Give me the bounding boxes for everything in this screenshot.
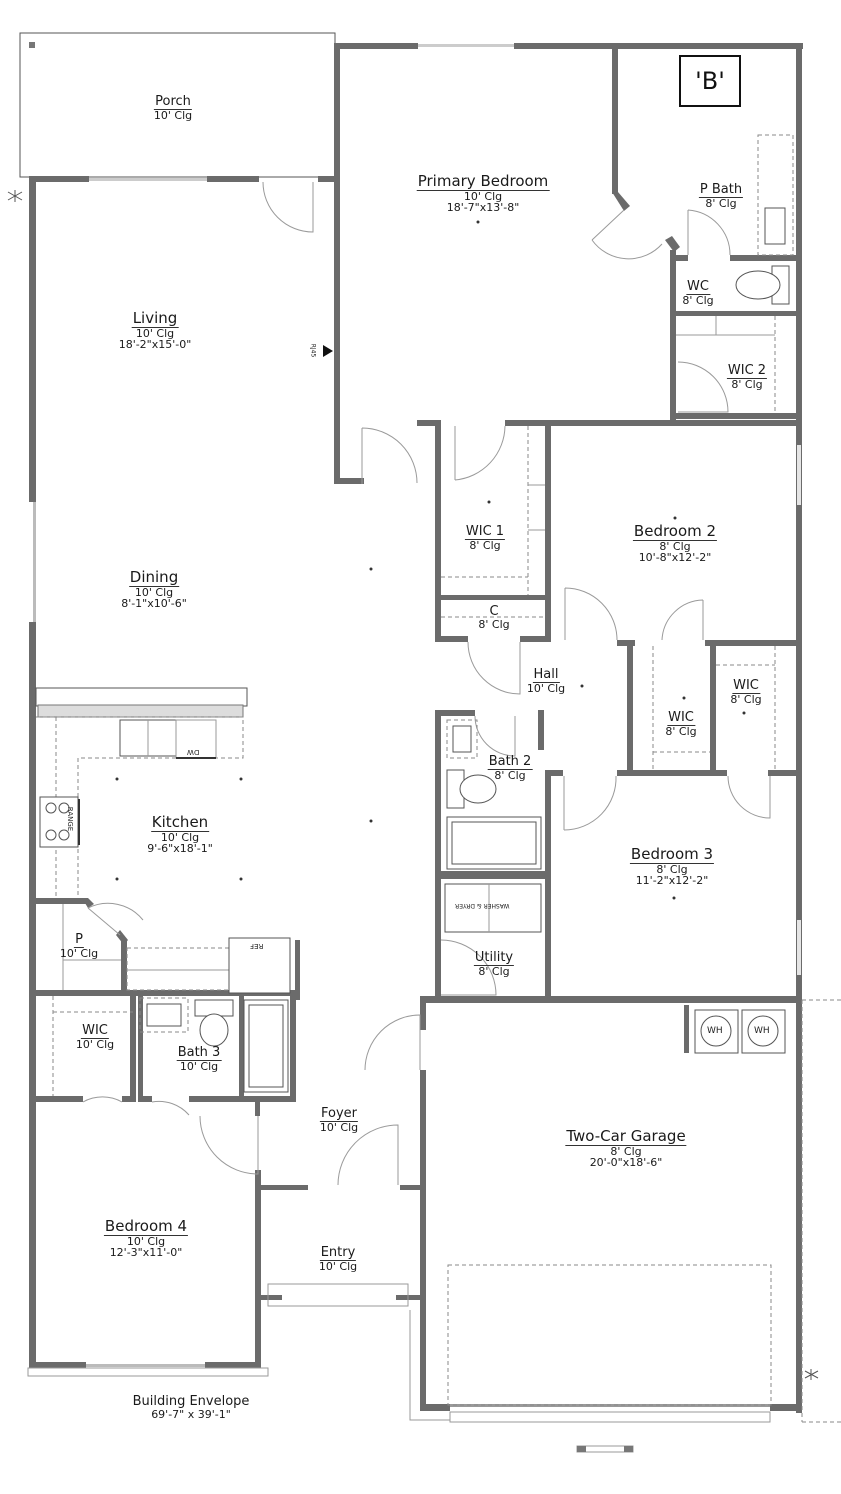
- room-closet-c: C 8' Clg: [478, 602, 509, 630]
- ceiling-height: 8' Clg: [478, 617, 510, 631]
- rj45-icon: [323, 345, 333, 357]
- ceiling-height: 10' Clg: [318, 1259, 358, 1273]
- ceiling-height: 10' Clg: [160, 830, 200, 844]
- room-dimensions: 20'-0"x18'-6": [589, 1156, 663, 1170]
- room-name: P: [74, 932, 84, 948]
- elevation-badge: 'B': [679, 55, 741, 107]
- room-name: Bath 3: [176, 1045, 222, 1061]
- room-name: WIC: [81, 1023, 109, 1039]
- room-name: Bedroom 2: [632, 522, 718, 541]
- room-name: Utility: [473, 950, 515, 966]
- room-wic-1: WIC 1 8' Clg: [464, 522, 506, 552]
- room-dimensions: 9'-6"x18'-1": [147, 842, 213, 856]
- room-dimensions: 8'-1"x10'-6": [121, 597, 187, 611]
- refrigerator-label: REF: [250, 942, 264, 950]
- room-name: WIC: [667, 710, 695, 726]
- ceiling-height: 10' Clg: [59, 946, 99, 960]
- ceiling-height: 10' Clg: [135, 326, 175, 340]
- room-bedroom-4: Bedroom 4 10' Clg 12'-3"x11'-0": [103, 1217, 189, 1260]
- ceiling-height: 8' Clg: [730, 692, 762, 706]
- room-name: Entry: [319, 1245, 357, 1261]
- envelope-label: Building Envelope: [132, 1394, 250, 1409]
- column-marker: [29, 42, 35, 48]
- room-dimensions: 18'-2"x15'-0": [118, 338, 192, 352]
- ceiling-height: 8' Clg: [659, 539, 691, 553]
- room-name: Hall: [532, 667, 560, 683]
- ceiling-height: 8' Clg: [682, 293, 714, 307]
- room-entry: Entry 10' Clg: [319, 1243, 357, 1272]
- ceiling-height: 10' Clg: [463, 189, 503, 203]
- washer-dryer-label: WASHER & DRYER: [455, 902, 510, 909]
- room-name: Porch: [154, 94, 192, 110]
- room-name: WC: [686, 279, 710, 295]
- room-name: Bedroom 4: [103, 1217, 189, 1236]
- room-name: Dining: [128, 568, 180, 587]
- ceiling-height: 8' Clg: [731, 377, 763, 391]
- room-pantry: P 10' Clg: [60, 930, 98, 959]
- room-dimensions: 18'-7"x13'-8": [446, 201, 520, 215]
- room-bath-3: Bath 3 10' Clg: [176, 1043, 222, 1073]
- room-foyer: Foyer 10' Clg: [320, 1104, 358, 1133]
- room-name: Primary Bedroom: [416, 172, 550, 191]
- ceiling-height: 10' Clg: [75, 1037, 115, 1051]
- room-name: Bedroom 3: [629, 845, 715, 864]
- ceiling-height: 8' Clg: [478, 964, 510, 978]
- room-utility: Utility 8' Clg: [473, 948, 515, 978]
- bar-stools: [37, 704, 244, 718]
- range-label: RANGE: [66, 806, 75, 832]
- ceiling-height: 8' Clg: [610, 1144, 642, 1158]
- room-hall: Hall 10' Clg: [527, 665, 565, 694]
- ceiling-height: 10' Clg: [319, 1120, 359, 1134]
- room-porch: Porch 10' Clg: [154, 92, 192, 121]
- room-dining: Dining 10' Clg 8'-1"x10'-6": [121, 569, 187, 610]
- water-heater-icon: WH: [707, 1026, 723, 1036]
- ceiling-height: 10' Clg: [526, 681, 566, 695]
- envelope-dimensions: 69'-7" x 39'-1": [151, 1407, 231, 1421]
- building-envelope: Building Envelope 69'-7" x 39'-1": [133, 1395, 250, 1420]
- room-wc: WC 8' Clg: [682, 277, 713, 306]
- room-wic-2: WIC 2 8' Clg: [726, 361, 768, 391]
- room-dimensions: 10'-8"x12'-2": [638, 551, 712, 565]
- room-name: Two-Car Garage: [565, 1127, 687, 1146]
- room-primary-bedroom: Primary Bedroom 10' Clg 18'-7"x13'-8": [416, 172, 550, 215]
- ceiling-height: 8' Clg: [665, 724, 697, 738]
- ceiling-height: 10' Clg: [126, 1234, 166, 1248]
- room-bedroom-3: Bedroom 3 8' Clg 11'-2"x12'-2": [629, 845, 715, 888]
- room-name: WIC 1: [464, 524, 506, 540]
- ceiling-height: 8' Clg: [494, 768, 526, 782]
- room-name: WIC 2: [726, 363, 768, 379]
- room-name: WIC: [732, 678, 760, 694]
- room-name: Kitchen: [150, 813, 210, 832]
- dishwasher-label: DW: [187, 748, 200, 756]
- ceiling-height: 8' Clg: [705, 196, 737, 210]
- room-name: Living: [131, 309, 179, 328]
- room-wic-bedroom-4: WIC 10' Clg: [76, 1021, 114, 1050]
- room-name: Bath 2: [487, 754, 533, 770]
- hose-bib-icon: [7, 190, 23, 202]
- ceiling-height: 10' Clg: [134, 585, 174, 599]
- room-kitchen: Kitchen 10' Clg 9'-6"x18'-1": [147, 814, 213, 855]
- room-bedroom-2: Bedroom 2 8' Clg 10'-8"x12'-2": [632, 522, 718, 565]
- room-bath-2: Bath 2 8' Clg: [487, 752, 533, 782]
- rj45-label: RJ45: [309, 343, 317, 358]
- room-name: Foyer: [319, 1106, 358, 1122]
- room-dimensions: 12'-3"x11'-0": [109, 1246, 183, 1260]
- room-p-bath: P Bath 8' Clg: [698, 180, 744, 210]
- room-name: C: [489, 604, 499, 619]
- ceiling-height: 10' Clg: [153, 108, 193, 122]
- ceiling-height: 8' Clg: [656, 862, 688, 876]
- water-heater-icon: WH: [754, 1026, 770, 1036]
- hose-bib-icon: [804, 1369, 819, 1380]
- room-dimensions: 11'-2"x12'-2": [635, 874, 709, 888]
- room-living: Living 10' Clg 18'-2"x15'-0": [119, 310, 192, 351]
- room-wic-bedroom-3: WIC 8' Clg: [665, 708, 696, 737]
- room-name: P Bath: [698, 182, 744, 198]
- room-two-car-garage: Two-Car Garage 8' Clg 20'-0"x18'-6": [565, 1127, 687, 1170]
- room-wic-bedroom-2: WIC 8' Clg: [730, 676, 761, 705]
- ceiling-height: 10' Clg: [179, 1059, 219, 1073]
- ceiling-height: 8' Clg: [469, 538, 501, 552]
